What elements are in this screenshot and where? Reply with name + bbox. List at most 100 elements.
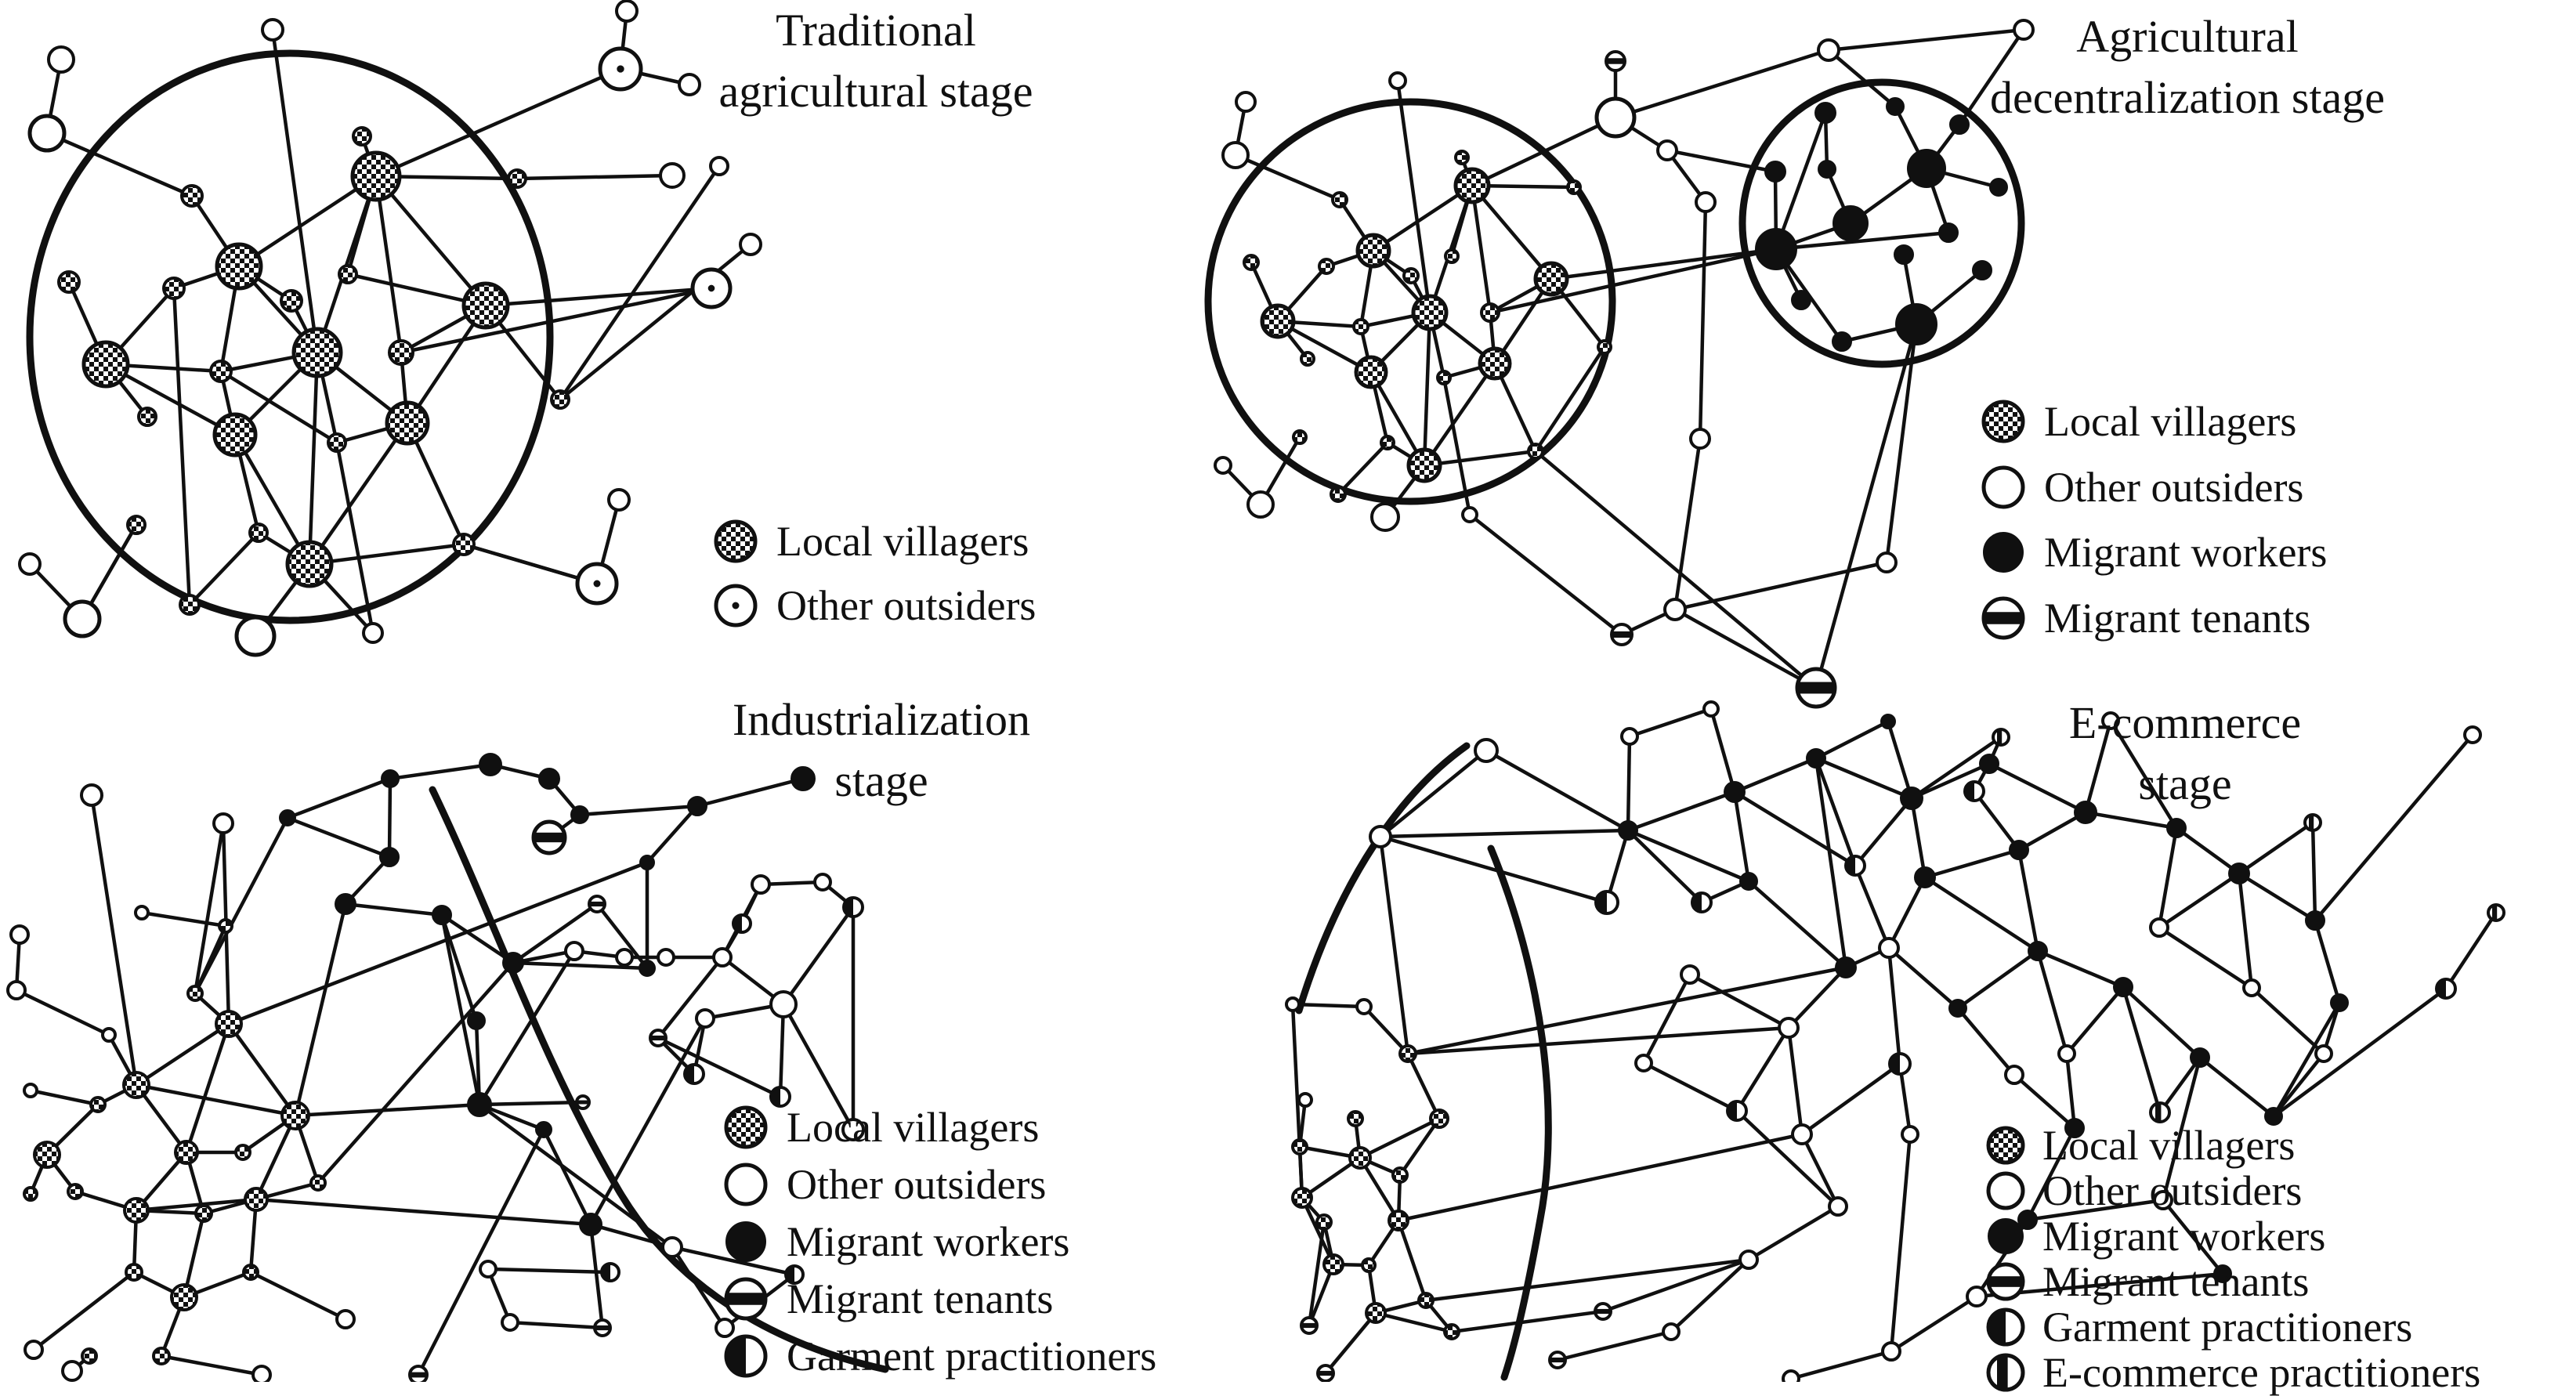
node-other-outsider xyxy=(615,0,639,23)
node-local-villager xyxy=(170,1283,198,1311)
node-local-villager xyxy=(248,523,269,543)
node-local-villager xyxy=(218,918,233,934)
node-other-outsider xyxy=(841,1118,865,1141)
node-garment-practitioner xyxy=(1844,855,1866,877)
node-other-outsider xyxy=(1680,964,1700,985)
node-migrant-worker xyxy=(2330,993,2349,1012)
node-local-villager xyxy=(1391,1166,1409,1184)
node-local-villager xyxy=(327,432,347,453)
edge-line xyxy=(2017,811,2087,852)
edge-line xyxy=(2109,719,2178,830)
node-other-outsider xyxy=(1876,552,1898,573)
legend-label: Local villagers xyxy=(2042,1122,2296,1169)
edge-line xyxy=(474,1020,482,1105)
node-migrant-worker xyxy=(1818,160,1836,179)
edge-line xyxy=(1735,1026,1790,1112)
node-other-outsider xyxy=(261,18,284,42)
legend-other-outsider-icon xyxy=(724,1163,768,1206)
title-line: decentralization stage xyxy=(1989,72,2386,123)
edge-line xyxy=(136,1197,257,1213)
node-migrant-worker xyxy=(1989,178,2008,197)
legend-label: Other outsiders xyxy=(787,1161,1047,1208)
node-other-outsider xyxy=(659,162,686,189)
node-other-outsider xyxy=(80,783,103,807)
edge-line xyxy=(2313,920,2342,1004)
edge-line xyxy=(1909,797,1927,878)
edge-line xyxy=(374,175,487,307)
legend-item: Other outsiders xyxy=(1980,464,2303,511)
node-migrant-worker xyxy=(1755,228,1797,270)
edge-line xyxy=(671,1245,795,1277)
edge-line xyxy=(308,421,409,566)
edge-line xyxy=(1673,608,1818,689)
node-migrant-worker xyxy=(2166,818,2187,838)
node-ecommerce-practitioner xyxy=(2149,1101,2171,1123)
node-other-outsider xyxy=(1388,71,1407,90)
edge-line xyxy=(161,1354,262,1377)
node-garment-practitioner xyxy=(769,1086,791,1108)
node-local-villager xyxy=(57,270,81,294)
group-boundary-circle xyxy=(26,49,554,624)
node-migrant-worker xyxy=(535,1121,552,1138)
node-local-villager xyxy=(1436,370,1452,385)
node-other-outsider xyxy=(234,615,277,657)
edge-line xyxy=(2085,810,2177,830)
edge-line xyxy=(1814,758,1848,968)
edge-line xyxy=(1732,791,1751,882)
node-other-outsider xyxy=(479,1260,497,1278)
node-local-villager xyxy=(1406,447,1442,483)
edge-line xyxy=(1886,721,1914,799)
edge-line xyxy=(1470,185,1492,313)
node-other-outsider xyxy=(813,873,832,891)
node-migrant-worker xyxy=(467,1011,486,1030)
edge-line xyxy=(2162,1199,2224,1275)
edge-line xyxy=(2158,926,2253,989)
edge-line xyxy=(1359,1116,1440,1160)
edge-line xyxy=(1398,1117,1441,1177)
node-local-villager xyxy=(352,126,372,146)
node-local-villager xyxy=(234,1144,251,1161)
node-local-villager xyxy=(1387,1210,1409,1231)
edge-line xyxy=(250,1270,346,1322)
edge-line xyxy=(141,910,226,928)
edge-line xyxy=(2238,872,2317,922)
node-other-outsider xyxy=(2057,1044,2076,1063)
legend-local-villager-icon xyxy=(724,1105,768,1149)
edge-line xyxy=(2158,872,2241,929)
node-local-villager xyxy=(152,1347,171,1365)
edge-line xyxy=(46,131,193,198)
edge-line xyxy=(1958,28,2025,126)
legend-label: Local villagers xyxy=(787,1104,1040,1151)
node-migrant-worker xyxy=(570,805,589,824)
node-local-villager xyxy=(126,515,147,535)
edge-line xyxy=(16,988,110,1037)
node-garment-practitioner xyxy=(1691,891,1713,913)
edge-line xyxy=(1362,1005,1409,1055)
node-local-villager xyxy=(1292,429,1308,445)
node-ecommerce-practitioner xyxy=(1992,728,2010,747)
edge-line xyxy=(2013,1073,2076,1130)
boundaries-industrialization xyxy=(429,786,889,1373)
edge-line xyxy=(2444,911,2498,990)
legend-item: Other outsiders xyxy=(712,582,1036,629)
edge-line xyxy=(1276,320,1373,374)
node-migrant-worker xyxy=(1880,714,1896,729)
edge-line xyxy=(32,1271,136,1351)
node-other-outsider xyxy=(2153,1190,2173,1210)
node-other-outsider xyxy=(1656,139,1678,161)
edge-line xyxy=(89,794,139,1086)
node-migrant-worker xyxy=(2264,1107,2283,1126)
edge-line xyxy=(1422,312,1432,466)
node-local-villager xyxy=(1331,191,1348,208)
edge-line xyxy=(782,906,855,1006)
node-local-villager xyxy=(212,412,258,457)
node-other-outsider xyxy=(1817,38,1840,62)
panel-title-industrialization: Industrialization stage xyxy=(733,689,1030,812)
edge-line xyxy=(657,1036,781,1099)
edge-line xyxy=(317,961,515,1184)
node-garment-practitioner xyxy=(1963,780,1985,802)
nodes-agricultural-decentralization xyxy=(1214,19,2035,709)
legend-local-villager-icon xyxy=(1986,1126,2025,1165)
